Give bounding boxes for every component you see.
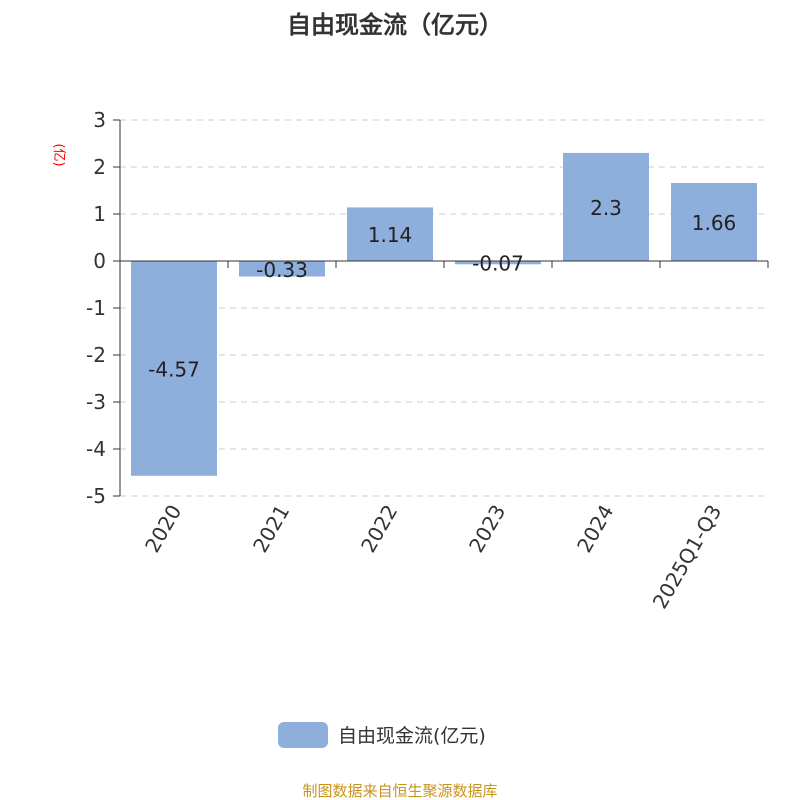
- x-tick-label: 2024: [572, 501, 618, 557]
- chart-title: 自由现金流（亿元）: [287, 11, 503, 39]
- bar[interactable]: [563, 152, 649, 261]
- bar-value-label: -0.07: [472, 252, 524, 276]
- x-tick-label: 2022: [356, 501, 402, 557]
- y-tick-label: 2: [93, 155, 106, 179]
- footer-source: 制图数据来自恒生聚源数据库: [302, 782, 497, 800]
- y-tick-label: -1: [86, 296, 106, 320]
- x-tick-label: 2025Q1-Q3: [648, 501, 727, 613]
- bar-value-label: -4.57: [148, 357, 200, 381]
- y-tick-label: 1: [93, 202, 106, 226]
- bar-value-label: -0.33: [256, 258, 308, 282]
- bar-value-label: 2.3: [590, 196, 622, 220]
- bar[interactable]: [131, 261, 217, 476]
- y-tick-label: -4: [86, 437, 106, 461]
- y-tick-label: -3: [86, 390, 106, 414]
- bar[interactable]: [455, 261, 541, 265]
- legend-label[interactable]: 自由现金流(亿元): [338, 725, 486, 747]
- bar[interactable]: [347, 207, 433, 261]
- x-tick-label: 2023: [464, 501, 510, 557]
- legend-swatch[interactable]: [278, 722, 328, 748]
- y-tick-label: 0: [93, 249, 106, 273]
- x-tick-label: 2020: [140, 501, 186, 557]
- y-axis-label: (亿): [51, 143, 66, 166]
- bar-value-label: 1.14: [368, 223, 413, 247]
- x-tick-label: 2021: [248, 501, 294, 557]
- bar[interactable]: [239, 261, 325, 277]
- y-tick-label: 3: [93, 108, 106, 132]
- bar[interactable]: [671, 182, 757, 261]
- bar-value-label: 1.66: [692, 211, 737, 235]
- y-tick-label: -5: [86, 484, 106, 508]
- y-tick-label: -2: [86, 343, 106, 367]
